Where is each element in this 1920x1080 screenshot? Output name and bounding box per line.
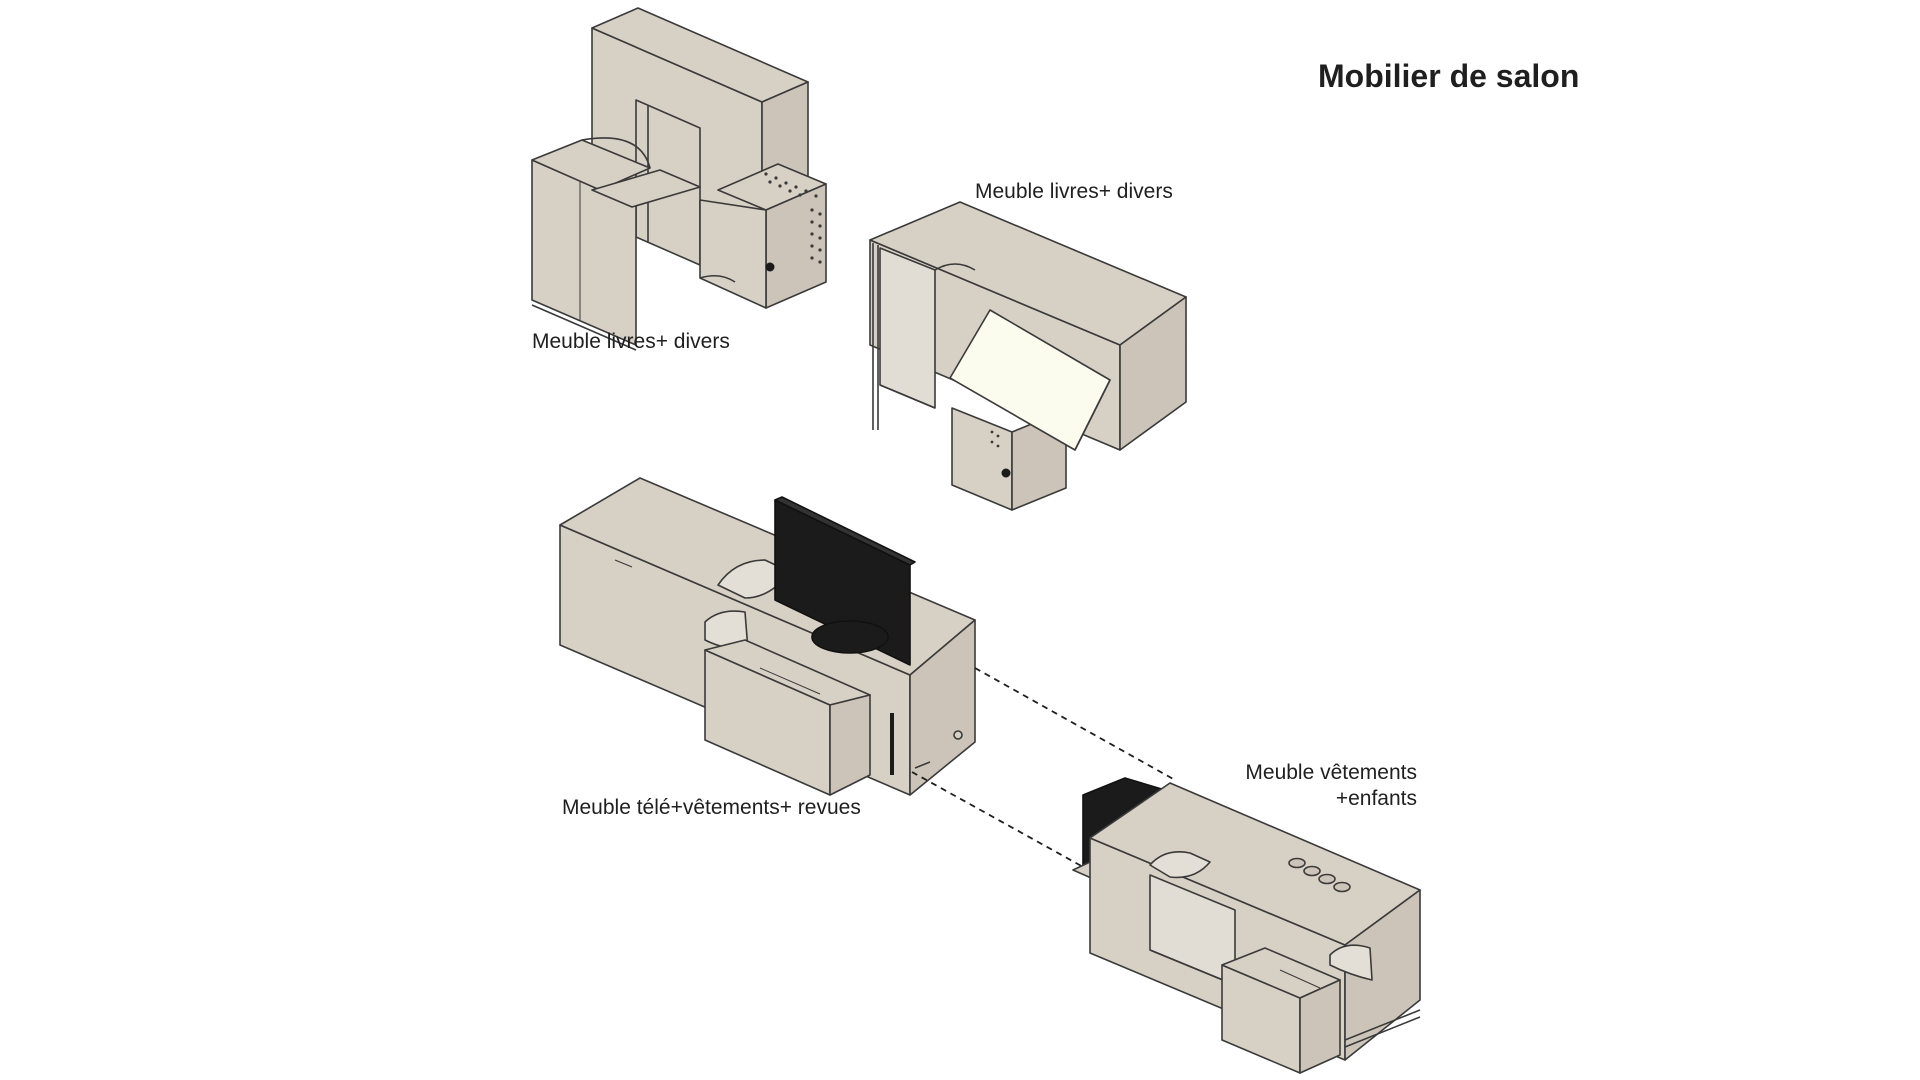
label-clothes-unit: Meuble vêtements +enfants: [1240, 760, 1417, 812]
connection-lines: [911, 667, 1176, 869]
label-tv-unit: Meuble télé+vêtements+ revues: [562, 796, 861, 819]
label-bookcase-left: Meuble livres+ divers: [532, 330, 730, 353]
label-clothes-unit-line1: Meuble vêtements: [1245, 761, 1417, 784]
diagram-title: Mobilier de salon: [1318, 58, 1580, 94]
label-bookcase-right: Meuble livres+ divers: [975, 180, 1173, 203]
bookcase-right: [869, 201, 1187, 511]
label-clothes-unit-line2: +enfants: [1335, 787, 1417, 810]
tv-unit: [559, 477, 976, 796]
clothes-unit: [1072, 777, 1421, 1074]
bookcase-left: [531, 7, 827, 351]
